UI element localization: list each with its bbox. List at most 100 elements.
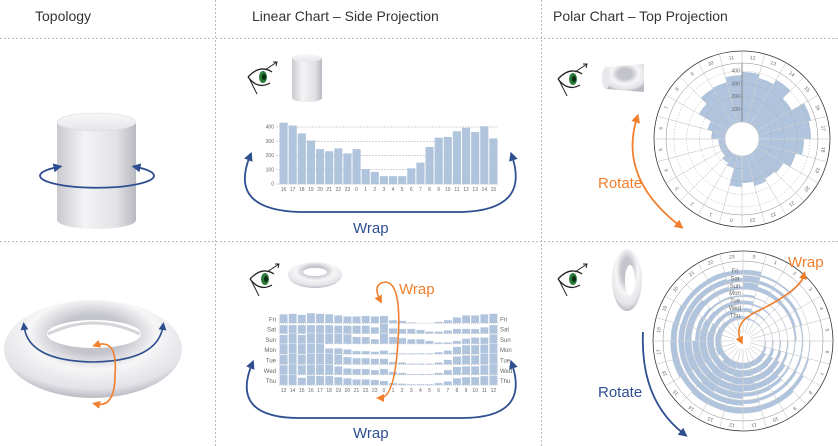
ring-segment bbox=[787, 313, 797, 328]
polar-spoke bbox=[665, 94, 736, 136]
ridge-bar bbox=[361, 368, 371, 375]
ridge-bar bbox=[361, 350, 371, 355]
polar-hour-label: 6 bbox=[823, 350, 829, 354]
bar bbox=[398, 176, 407, 184]
ridge-bar bbox=[288, 353, 298, 365]
x-tick-label: 7 bbox=[419, 187, 422, 193]
ring-segment bbox=[670, 321, 679, 342]
day-label-left: Sat bbox=[267, 328, 276, 334]
polar-r-tick: 200 bbox=[732, 94, 741, 100]
day-label-right: Fri bbox=[500, 317, 507, 323]
ring-day-label: Wed bbox=[729, 306, 741, 312]
ring-segment bbox=[793, 356, 803, 372]
ridge-bar bbox=[470, 314, 480, 324]
ridge-bar bbox=[434, 342, 444, 345]
polar-spoke bbox=[679, 76, 737, 134]
ridge-bar bbox=[288, 343, 298, 355]
polar-hour-label: 11 bbox=[728, 55, 734, 62]
hour-label: 23 bbox=[372, 388, 378, 394]
polar-spoke bbox=[743, 146, 766, 225]
ridge-bar bbox=[479, 344, 489, 355]
polar-hour-label: 5 bbox=[823, 328, 829, 332]
ridge-bar bbox=[461, 314, 471, 324]
hour-label: 14 bbox=[290, 388, 296, 394]
ridge-bar bbox=[288, 363, 298, 375]
x-tick-label: 4 bbox=[392, 187, 395, 193]
polar-hour-label: 1 bbox=[773, 260, 778, 267]
polar-hour-label: 6 bbox=[658, 126, 664, 130]
header-polar-chart: Polar Chart – Top Projection bbox=[553, 8, 728, 24]
ridge-bar bbox=[452, 377, 462, 386]
wrap-arrow-linear-bottom-orange bbox=[374, 281, 400, 402]
bar bbox=[416, 162, 425, 184]
x-tick-label: 8 bbox=[428, 187, 431, 193]
ridge-bar bbox=[470, 355, 480, 365]
x-tick-label: 14 bbox=[482, 187, 488, 193]
y-tick-label: 400 bbox=[266, 125, 275, 131]
x-tick-label: 1 bbox=[364, 187, 367, 193]
polar-spoke bbox=[750, 317, 830, 340]
ridge-bar bbox=[416, 352, 425, 355]
bar bbox=[352, 149, 361, 184]
ridge-bar bbox=[479, 326, 489, 334]
polar-hour-label: 16 bbox=[661, 369, 669, 377]
polar-hour-label: 11 bbox=[751, 421, 757, 428]
polar-spoke bbox=[747, 144, 805, 202]
polar-hour-label: 17 bbox=[819, 125, 826, 132]
ridge-bar bbox=[324, 333, 334, 345]
ridge-bar bbox=[297, 364, 307, 375]
polar-spoke bbox=[745, 145, 787, 216]
wrap-label-linear-bottom: Wrap bbox=[353, 425, 389, 442]
day-label-left: Fri bbox=[269, 317, 276, 323]
polar-spoke bbox=[656, 342, 736, 365]
x-tick-label: 22 bbox=[336, 187, 342, 193]
hour-label: 6 bbox=[437, 388, 440, 394]
ridge-bar bbox=[379, 368, 389, 375]
ridge-bar bbox=[406, 328, 416, 334]
polar-grid-circle bbox=[712, 109, 772, 169]
bar bbox=[370, 171, 379, 184]
bar bbox=[297, 133, 306, 184]
ring-segment bbox=[723, 405, 744, 415]
hour-label: 21 bbox=[354, 388, 360, 394]
ridge-bar bbox=[379, 315, 389, 324]
ridge-bar bbox=[288, 332, 298, 345]
polar-hour-label: 16 bbox=[813, 104, 821, 112]
polar-spoke bbox=[718, 53, 741, 132]
polar-hour-label: 22 bbox=[769, 210, 777, 218]
ridge-bar bbox=[379, 350, 389, 355]
polar-spoke bbox=[656, 317, 736, 340]
polar-r-tick: 100 bbox=[732, 107, 741, 113]
ridge-bar bbox=[479, 375, 489, 386]
ridge-bar bbox=[489, 353, 498, 365]
ridge-bar bbox=[306, 375, 316, 386]
hour-label: 0 bbox=[383, 388, 386, 394]
polar-hour-label: 9 bbox=[791, 405, 797, 412]
ridge-bar bbox=[315, 353, 325, 365]
polar-hour-label: 14 bbox=[687, 404, 695, 412]
eye-icon bbox=[557, 63, 588, 97]
ridge-bar bbox=[352, 325, 361, 334]
polar-spoke bbox=[679, 144, 737, 202]
ridge-bar bbox=[324, 364, 334, 376]
ridge-bar bbox=[352, 378, 361, 386]
x-tick-label: 16 bbox=[281, 187, 287, 193]
ridge-bar bbox=[388, 319, 398, 324]
ring-segment bbox=[669, 340, 679, 361]
wrap-arrow-polar-bottom bbox=[735, 271, 807, 345]
ridge-bar bbox=[279, 343, 288, 355]
ridge-bar bbox=[279, 354, 288, 365]
polar-hour-label: 2 bbox=[689, 200, 695, 207]
ridge-bar bbox=[333, 354, 343, 365]
ridge-bar bbox=[352, 350, 361, 355]
ridge-bar bbox=[434, 351, 444, 355]
hour-label: 9 bbox=[465, 388, 468, 394]
wrap-label-linear-bottom-orange: Wrap bbox=[399, 281, 435, 298]
polar-hour-label: 23 bbox=[729, 254, 736, 261]
ridge-bar bbox=[297, 354, 307, 365]
ridge-bar bbox=[279, 374, 288, 386]
x-tick-label: 10 bbox=[445, 187, 451, 193]
bar bbox=[462, 127, 471, 184]
y-tick-label: 200 bbox=[266, 153, 275, 159]
